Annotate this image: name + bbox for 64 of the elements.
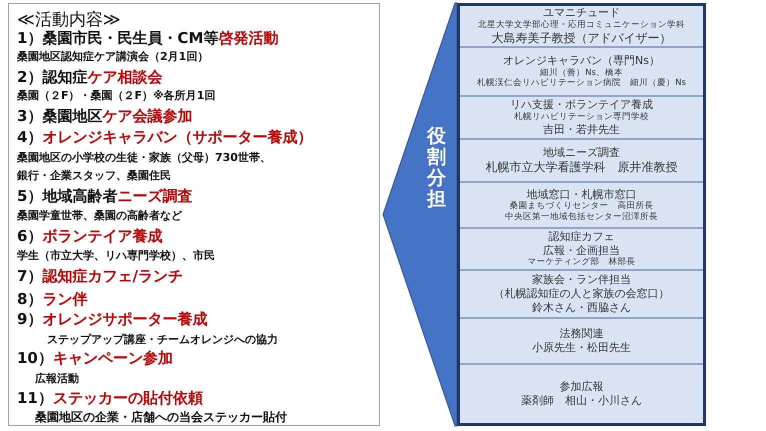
- item-text: 3）桑園地区: [17, 107, 102, 125]
- row-heading: 認知症カフェ: [548, 230, 614, 244]
- pentagon-arrow: [382, 2, 458, 426]
- row-heading: 法務関連: [560, 327, 604, 341]
- row-heading: オレンジキャラバン（専門Ns）: [503, 54, 660, 68]
- item-text: 2）認知症: [17, 68, 88, 86]
- row-text: 薬剤師 相山・小川さん: [521, 394, 642, 408]
- row-heading: 地域窓口・札幌市窓口: [526, 188, 636, 200]
- row-text: 小原先生・松田先生: [532, 341, 631, 355]
- highlight-text: ケア相談会: [87, 68, 162, 86]
- item-text: 9）: [17, 310, 42, 328]
- row-text: 桑園まちづくりセンター 高田所長: [510, 201, 654, 212]
- highlight-text: 啓発活動: [218, 29, 278, 47]
- highlight-text: ケア会議参加: [102, 107, 192, 125]
- note-text: 桑園地区認知症ケア講演会（2月1回）: [17, 50, 208, 63]
- row-text: 鈴木さん・西脇さん: [532, 300, 631, 315]
- role-panel: [457, 3, 706, 426]
- item-text: 5）地域高齢者: [17, 187, 118, 205]
- note-text: ステップアップ講座・チームオレンジへの協力: [47, 333, 278, 346]
- row-text: 北星大学文学部心理・応用コミュニケーション学科: [478, 20, 685, 31]
- row-text: 吉田・若井先生: [543, 122, 620, 137]
- row-text: 細川（善）Ns、橋本: [540, 68, 623, 78]
- highlight-text: ラン伴: [42, 290, 88, 308]
- role-row: [460, 271, 703, 319]
- note-text: 桑園学童世帯、桑園の高齢者など: [17, 209, 182, 222]
- heading-text: ≪活動内容≫: [17, 10, 121, 30]
- item-text: 8）: [17, 290, 42, 308]
- activity-list-box: [8, 3, 380, 426]
- row-text: 札幌渓仁会リハビリテーション病院 細川（慶）Ns: [477, 78, 686, 89]
- item-text: 11）: [17, 389, 53, 407]
- row-text: 札幌リハビリテーション専門学校: [514, 112, 649, 123]
- highlight-text: オレンジサポーター養成: [42, 310, 208, 328]
- highlight-text: ボランテイア養成: [42, 227, 162, 245]
- note-text: 銀行・企業スタッフ、桑園住民: [17, 169, 171, 182]
- item-text: 4）: [17, 128, 42, 146]
- note-text: 学生（市立大学、リハ専門学校）、市民: [17, 249, 215, 262]
- role-row: [460, 6, 703, 48]
- highlight-text: ニーズ調査: [117, 187, 192, 205]
- row-heading: リハ支援・ボランテイア養成: [510, 98, 653, 112]
- item-text: 6）: [17, 227, 42, 245]
- item-text: 1）桑園市民・民生員・CM等: [17, 29, 218, 47]
- item-text: 10）: [17, 349, 53, 367]
- role-row: [460, 97, 703, 140]
- note-text: 桑園（２F）・桑園（２F）※各所月1回: [17, 89, 216, 102]
- highlight-text: オレンジキャラバン（サポーター養成）: [42, 128, 312, 146]
- row-text: 札幌市立大学看護学科 原井准教授: [486, 160, 678, 175]
- row-text: 広報・企画担当: [543, 244, 620, 257]
- row-text: 中央区第一地域包括センター沼澤所長: [505, 212, 658, 222]
- row-text: （札幌認知症の人と家族の会窓口）: [494, 287, 670, 301]
- highlight-text: ステッカーの貼付依頼: [52, 389, 203, 407]
- item-text: 7）: [17, 267, 42, 285]
- role-row: [460, 229, 703, 271]
- note-text: 桑園地区の小学校の生徒・家族（父母）730世帯、: [17, 151, 271, 164]
- row-heading: 参加広報: [560, 380, 604, 394]
- highlight-text: 認知症カフェ/ランチ: [42, 267, 183, 285]
- edge-label: 役割分担: [427, 126, 447, 210]
- note-text: 桑園地区の企業・店舗への当会ステッカー貼付: [35, 410, 287, 424]
- row-text: マーケティング部 林部長: [528, 257, 636, 268]
- highlight-text: キャンペーン参加: [52, 349, 173, 367]
- row-heading: 家族会・ラン伴担当: [532, 273, 631, 288]
- row-heading: 地域ニーズ調査: [543, 146, 620, 160]
- row-heading: ユマニチュード: [543, 6, 620, 20]
- row-text: 大島寿美子教授（アドバイザー）: [492, 30, 672, 46]
- note-text: 広報活動: [35, 372, 79, 385]
